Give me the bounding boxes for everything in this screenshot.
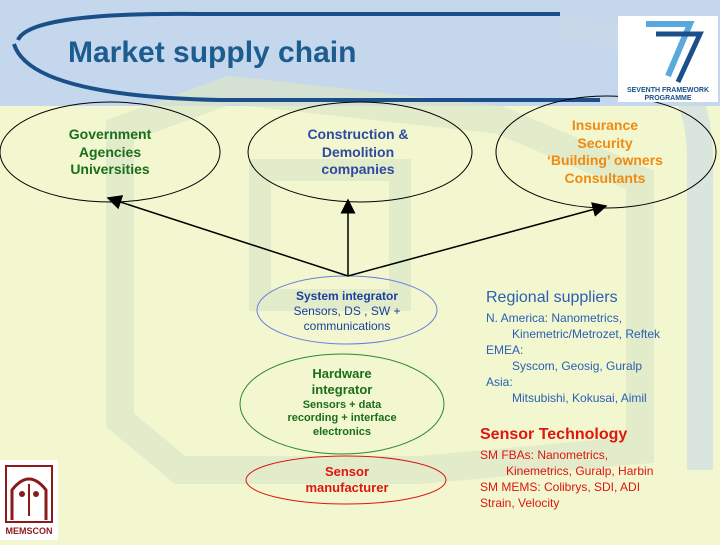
panel-heading: Sensor Technology (480, 426, 628, 443)
node-line: companies (321, 161, 395, 177)
arrow-to-insurance (347, 202, 608, 277)
panel-line: Kinemetric/Metrozet, Reftek (512, 327, 661, 341)
node-line: Consultants (564, 169, 646, 186)
node-line: communications (303, 319, 391, 333)
panel-line: Syscom, Geosig, Guralp (512, 359, 643, 373)
arrow-to-government (106, 195, 349, 277)
panel-line: EMEA: (486, 343, 524, 357)
node-system-integrator: System integrator Sensors, DS , SW + com… (262, 289, 432, 334)
memscon-logo: MEMSCON (0, 460, 58, 540)
node-line: Agencies (78, 143, 142, 160)
node-line: ‘Building’ owners (547, 152, 663, 168)
node-construction: Construction & Demolition companies (258, 126, 458, 179)
node-line: Security (577, 134, 633, 151)
sensor-manufacturer-ellipse (245, 455, 447, 505)
node-hardware-integrator: Hardware integrator Sensors + data recor… (252, 366, 432, 440)
node-line: Sensors, DS , SW + (293, 304, 401, 318)
header-swoosh (16, 11, 560, 42)
node-title: integrator (311, 382, 373, 398)
svg-text:SEVENTH FRAMEWORK: SEVENTH FRAMEWORK (627, 87, 709, 94)
panel-line: Kinemetrics, Guralp, Harbin (506, 464, 654, 478)
node-line: electronics (312, 426, 372, 438)
node-line: manufacturer (305, 480, 389, 496)
node-line: Sensors + data (302, 398, 382, 411)
panel-line: SM MEMS: Colibrys, SDI, ADI (480, 480, 641, 494)
node-insurance: Insurance Security ‘Building’ owners Con… (510, 117, 700, 187)
node-line: Government (68, 126, 152, 142)
page-title: Market supply chain (68, 36, 357, 69)
node-government: Government Agencies Universities (20, 126, 200, 179)
header-band (0, 0, 720, 106)
node-line: Sensor (324, 464, 370, 479)
regional-suppliers-panel: Regional suppliers N. America: Nanometri… (486, 288, 660, 406)
node-line: Demolition (321, 143, 395, 160)
node-line: Insurance (571, 117, 639, 133)
construction-ellipse (247, 101, 473, 203)
sensor-technology-panel: Sensor Technology SM FBAs: Nanometrics, … (480, 425, 653, 511)
svg-text:PROGRAMME: PROGRAMME (644, 95, 691, 102)
panel-line: Strain, Velocity (480, 496, 560, 510)
node-title: System integrator (295, 289, 399, 303)
panel-line: Asia: (486, 375, 513, 389)
panel-heading: Regional suppliers (486, 289, 618, 306)
hardware-integrator-ellipse (239, 353, 445, 455)
panel-line: N. America: Nanometrics, (486, 311, 623, 325)
fp7-logo: SEVENTH FRAMEWORK PROGRAMME (618, 16, 718, 102)
panel-line: SM FBAs: Nanometrics, (480, 448, 609, 462)
node-sensor-manufacturer: Sensor manufacturer (262, 464, 432, 497)
node-line: recording + interface (287, 412, 397, 425)
header-swoosh-lower (12, 43, 600, 102)
svg-text:MEMSCON: MEMSCON (6, 526, 53, 536)
node-title: Hardware (312, 366, 372, 381)
panel-line: Mitsubishi, Kokusai, Aimil (512, 391, 647, 405)
node-line: Construction & (307, 126, 409, 142)
node-line: Universities (70, 161, 150, 177)
